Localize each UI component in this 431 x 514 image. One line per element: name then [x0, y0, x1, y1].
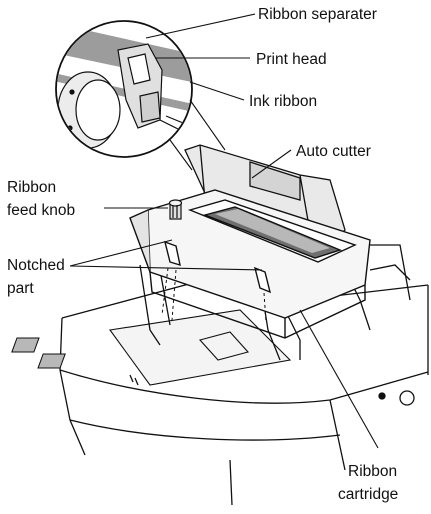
label-auto-cutter: Auto cutter [296, 143, 371, 160]
label-ribbon-cartridge-2: cartridge [338, 486, 398, 503]
ribbon-feed-knob [168, 199, 183, 220]
label-notched-part-2: part [7, 280, 34, 297]
label-print-head: Print head [256, 51, 327, 68]
label-ribbon-feed-knob-2: feed knob [7, 202, 75, 219]
label-notched-part-1: Notched [7, 257, 65, 274]
leader-lines [69, 13, 379, 449]
label-ribbon-feed-knob-1: Ribbon [7, 179, 56, 196]
magnified-inset [55, 20, 193, 158]
label-ribbon-separater: Ribbon separater [258, 6, 377, 23]
top-plate [11, 309, 292, 386]
alignment-dashes [161, 267, 267, 323]
labels: Ribbon separater Print head Ink ribbon A… [7, 6, 398, 503]
ribbon-cartridge [129, 189, 371, 339]
label-ink-ribbon: Ink ribbon [249, 93, 317, 110]
label-ribbon-cartridge-1: Ribbon [348, 463, 397, 480]
zoom-guides [169, 99, 226, 171]
